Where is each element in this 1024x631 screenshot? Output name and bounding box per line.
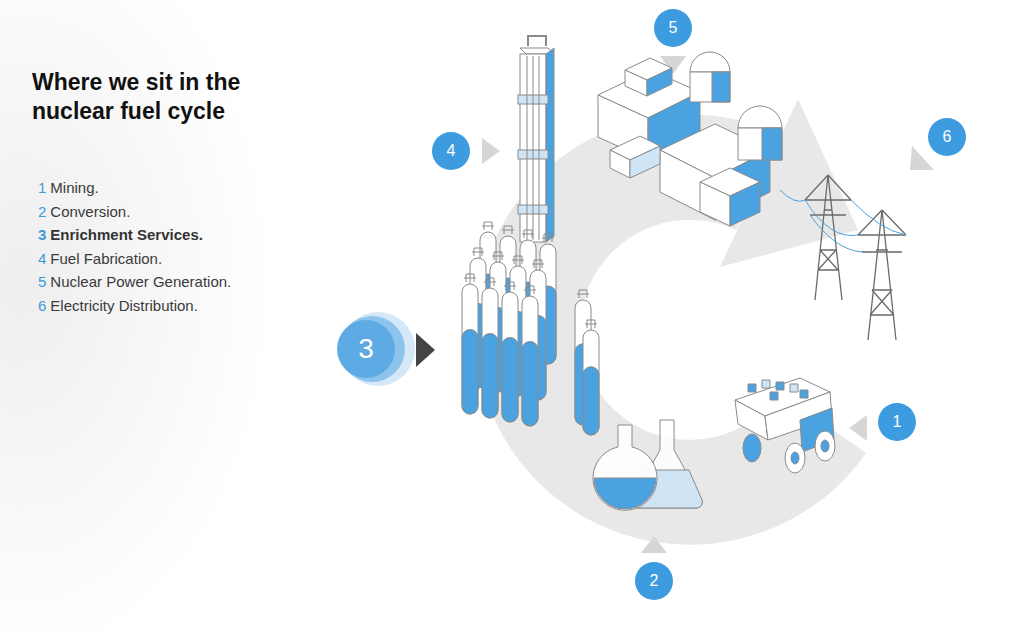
list-item: 1Mining. — [38, 178, 99, 198]
list-text: Mining. — [50, 179, 98, 196]
power-plant — [598, 52, 782, 226]
transmission-pylons — [780, 175, 906, 340]
callout-number: 4 — [447, 143, 456, 159]
heading: Where we sit in the nuclear fuel cycle — [32, 68, 302, 126]
list-number: 2 — [38, 203, 46, 220]
fuel-assembly — [518, 36, 554, 242]
callout-number: 3 — [358, 335, 374, 363]
list-text: Electricity Distribution. — [50, 297, 198, 314]
pointer-triangle — [910, 146, 934, 170]
flasks — [593, 420, 702, 510]
list-text: Fuel Fabrication. — [50, 250, 162, 267]
pointer-triangle — [849, 415, 867, 441]
list-number: 6 — [38, 297, 46, 314]
background-fade — [0, 0, 420, 631]
pointer-triangle — [416, 333, 435, 367]
pointer-triangle — [482, 138, 500, 164]
list-item: 6Electricity Distribution. — [38, 296, 198, 316]
list-text: Enrichment Services. — [50, 226, 203, 243]
callout-circle: 6 — [928, 118, 966, 156]
haul-truck — [735, 378, 835, 473]
list-number: 1 — [38, 179, 46, 196]
callout-circle: 3 — [337, 320, 395, 378]
list-item: 3Enrichment Services. — [38, 225, 203, 245]
list-item: 4Fuel Fabrication. — [38, 249, 162, 269]
callout-number: 5 — [669, 20, 678, 36]
list-number: 3 — [38, 226, 46, 243]
callout-circle: 1 — [878, 403, 916, 441]
callout-number: 2 — [650, 573, 659, 589]
list-text: Nuclear Power Generation. — [50, 273, 231, 290]
callout-circle: 4 — [432, 132, 470, 170]
list-text: Conversion. — [50, 203, 130, 220]
pointer-triangle — [641, 536, 667, 553]
uranium-cylinders — [462, 222, 599, 435]
callout-number: 6 — [943, 129, 952, 145]
callout-circle: 2 — [635, 562, 673, 600]
callout-circle: 5 — [654, 9, 692, 47]
list-number: 4 — [38, 250, 46, 267]
list-item: 5Nuclear Power Generation. — [38, 272, 231, 292]
list-number: 5 — [38, 273, 46, 290]
list-item: 2Conversion. — [38, 202, 130, 222]
callout-number: 1 — [893, 414, 902, 430]
